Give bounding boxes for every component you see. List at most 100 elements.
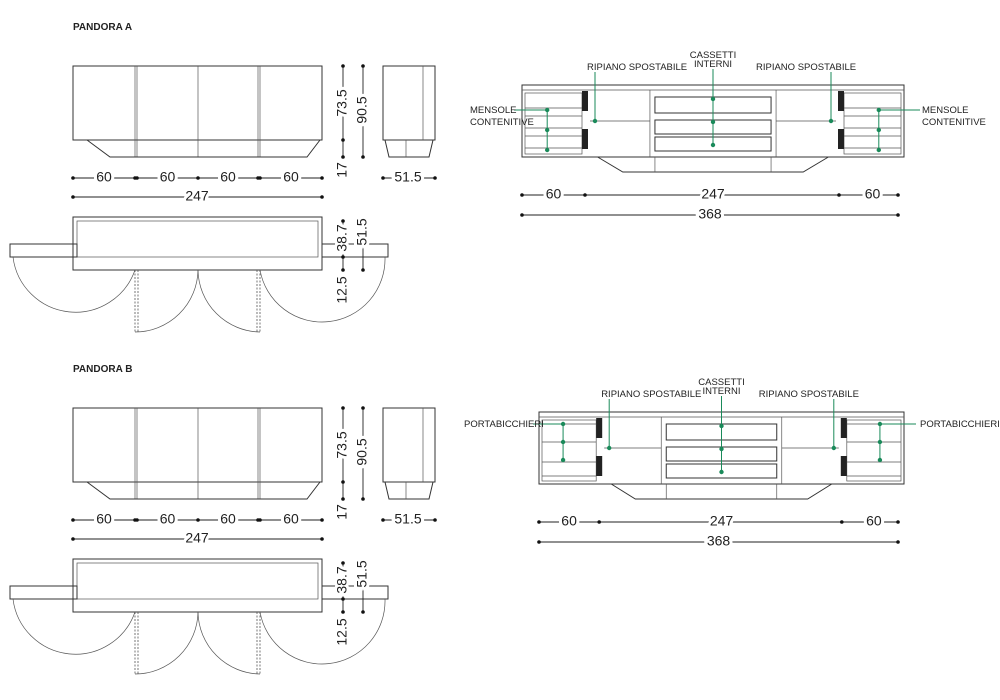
door-swing-arc [134,269,199,333]
hinge [596,456,603,476]
dimension-label: 247 [710,513,734,529]
base [384,139,434,158]
dimension-label: 12.5 [334,276,350,303]
leader-dot [876,147,881,153]
leader-dot [719,423,724,429]
dimension-dot [341,597,345,601]
dimension-label: 247 [185,530,209,546]
dimension-dot [896,520,900,524]
dimension-dot [837,193,841,197]
shelf-label-right: RIPIANO SPOSTABILE [759,389,859,400]
leader-dot [606,445,612,451]
dimension-dot [896,213,900,217]
hinge [840,456,847,476]
dimension-dot [341,480,345,484]
side-view: 51.5 [381,65,437,188]
side-label-left: MENSOLE [470,105,516,116]
cabinet-top [72,216,323,271]
dimension-dot [840,520,844,524]
dimension-label: 60 [283,169,299,185]
leader-dot [560,439,566,445]
dimension-label: 51.5 [394,169,421,185]
side-module-right [846,419,902,482]
dimension-dot [341,219,345,223]
dimension-dot [320,537,324,541]
shelf-label-right: RIPIANO SPOSTABILE [756,62,856,73]
dimension-dot [71,176,75,180]
cabinet-top [72,558,323,613]
side-module-left [541,419,597,482]
dimension-label: 51.5 [354,560,370,587]
dimension-dot [341,268,345,272]
dimension-label: 38.7 [334,224,350,251]
base [597,156,829,173]
dimension-label: 51.5 [394,511,421,527]
dimension-dot [896,193,900,197]
dimension-dot [341,255,345,259]
base [86,481,321,500]
cabinet-front [72,407,323,483]
dimension-label: 73.5 [334,431,350,458]
section-title: PANDORA B [73,364,132,375]
dimension-dot [341,64,345,68]
dimension-dot [520,213,524,217]
shelf-label-left: RIPIANO SPOSTABILE [601,389,701,400]
door-swing-arc [12,598,136,655]
dimension-label: 90.5 [354,96,370,123]
dimension-dot [341,406,345,410]
dimension-dot [361,155,365,159]
section-title: PANDORA B [73,364,132,375]
dimension-dot [135,518,139,522]
dimension-dot [135,176,139,180]
elevation-view [538,411,905,500]
dimension-label: 60 [865,186,881,202]
dimension-dot [196,176,200,180]
dimension-dot [597,520,601,524]
side-label-right: CONTENITIVE [922,117,986,128]
dimension-dot [258,518,262,522]
dimension-label: 60 [220,169,236,185]
leader-dot [592,118,598,124]
dimension-dot [71,518,75,522]
dimension-dot [537,540,541,544]
elevation-view [521,84,905,173]
dimension-label: 60 [160,511,176,527]
dimension-label: 12.5 [334,618,350,645]
side-label-left: PORTABICCHIERI [464,419,544,430]
dimension-label: 38.7 [334,566,350,593]
dimension-dot [361,268,365,272]
side-module-left [524,92,583,155]
leader-dot [877,439,883,445]
dimension-dot [520,193,524,197]
hinge [582,129,588,149]
cabinet-front [72,65,323,141]
cabinet-inner [76,220,319,258]
section-title: PANDORA A [73,22,132,33]
dimension-label: 368 [707,533,731,549]
drawers-label: CASSETTI [698,377,744,388]
side-shelf-left [9,243,78,258]
base [384,481,434,500]
dimension-label: 90.5 [354,438,370,465]
leader-dot [560,457,566,463]
dimension-dot [361,219,365,223]
dimension-dot [341,155,345,159]
door-swing-arc [197,269,261,333]
dimension-label: 60 [866,513,882,529]
dimension-dot [361,497,365,501]
hinge [582,91,588,111]
dimension-dot [320,195,324,199]
hinge [838,129,844,149]
dimension-dot [583,193,587,197]
side-shelf-right [321,243,389,258]
door-swing-arc [259,598,386,665]
dimension-dot [71,195,75,199]
side-shelf-right [321,585,389,600]
dimension-label: 51.5 [354,218,370,245]
base [610,483,833,500]
